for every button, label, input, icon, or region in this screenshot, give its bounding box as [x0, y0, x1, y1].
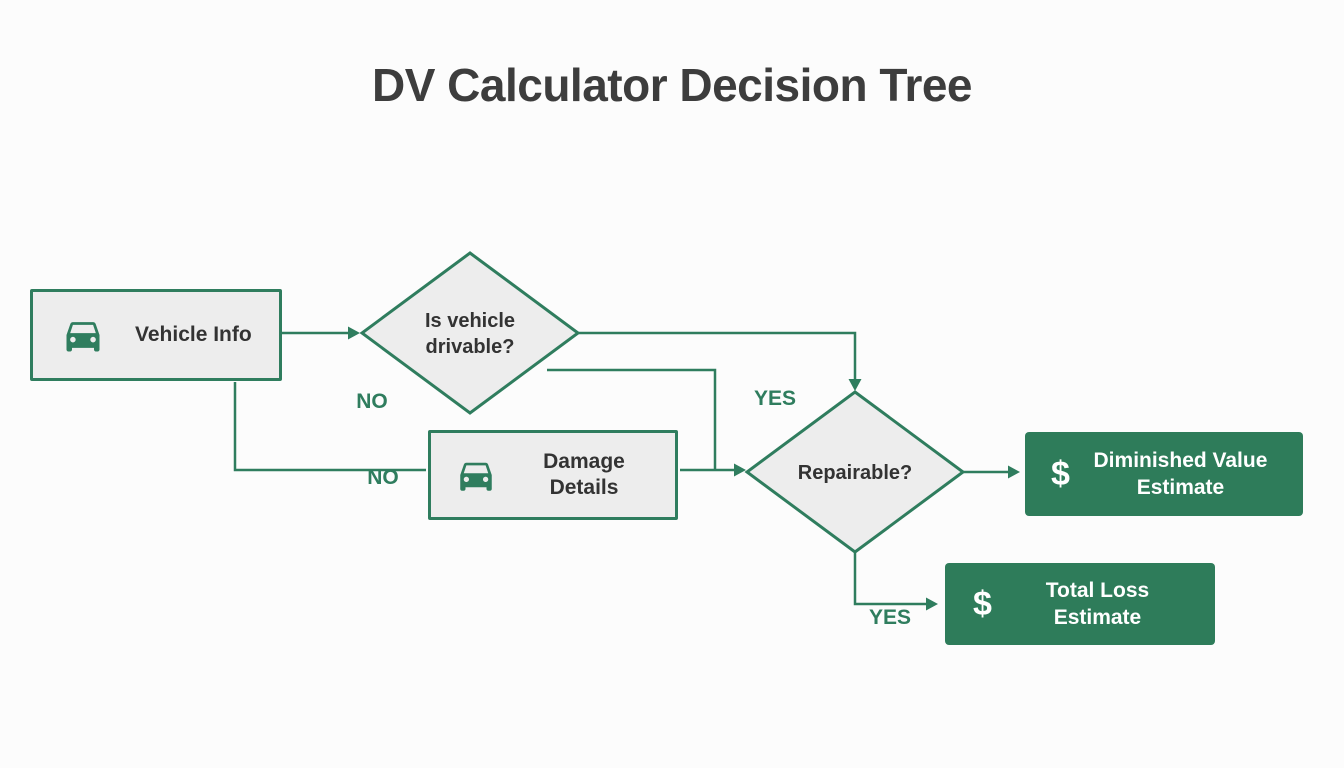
arrowhead-into-total-loss [926, 597, 938, 611]
edge-label-yes-drivable: YES [753, 387, 797, 410]
damage-details-node: Damage Details [428, 430, 678, 520]
edge-label-yes-repairable: YES [868, 606, 912, 629]
total-loss-estimate-node: $ Total Loss Estimate [945, 563, 1215, 645]
repairable-decision-label: Repairable? [797, 462, 913, 484]
edge-repairable-yes-to-total-loss [853, 552, 926, 606]
dollar-icon: $ [973, 584, 992, 623]
arrowhead-into-dv-estimate [1008, 465, 1020, 479]
damage-details-label: Damage Details [543, 449, 625, 499]
arrowhead-into-repairable-top [848, 379, 862, 391]
drivable-decision-diamond [359, 251, 581, 415]
car-icon [66, 322, 100, 352]
car-icon [460, 462, 492, 491]
edge-drivable-no-down [547, 368, 717, 469]
drivable-decision-label: Is vehicle drivable? [424, 310, 516, 358]
dollar-icon: $ [1051, 454, 1070, 493]
total-loss-estimate-label: Total Loss Estimate [1045, 578, 1150, 629]
vehicle-info-node: Vehicle Info [30, 289, 282, 381]
diminished-value-estimate-label: Diminished Value Estimate [1093, 448, 1268, 499]
edge-vehicleinfo-no-to-damage [233, 382, 426, 472]
edge-label-no-vehicle: NO [367, 466, 399, 489]
page-title: DV Calculator Decision Tree [371, 59, 973, 111]
diminished-value-estimate-node: $ Diminished Value Estimate [1025, 432, 1303, 516]
vehicle-info-label: Vehicle Info [135, 322, 252, 346]
arrowhead-into-repairable-left [734, 463, 746, 477]
arrowhead-into-drivable [348, 326, 360, 340]
edge-drivable-yes-to-repairable [578, 331, 857, 380]
edge-label-no-drivable: NO [356, 390, 388, 413]
